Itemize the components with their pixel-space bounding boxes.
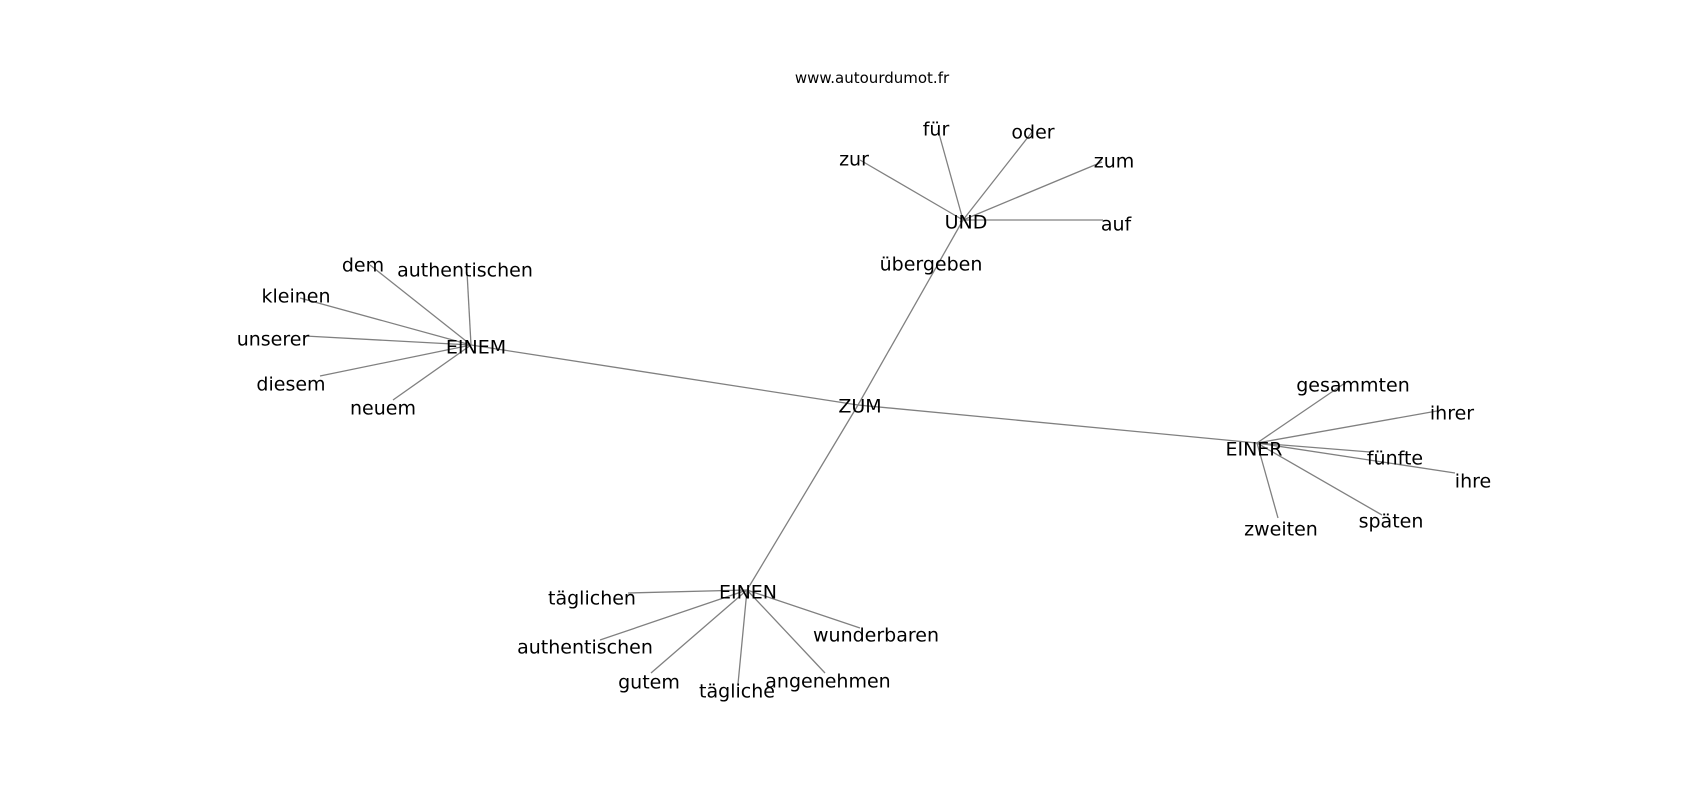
edge-und-zur xyxy=(859,159,964,221)
edge-einem-unserer xyxy=(304,335,472,346)
node-hub-und[interactable]: UND xyxy=(945,212,988,234)
node-word-zweiten[interactable]: zweiten xyxy=(1244,519,1318,541)
node-word-wunderbaren[interactable]: wunderbaren xyxy=(813,625,939,647)
node-word-spaeten[interactable]: späten xyxy=(1359,511,1424,533)
edge-zum-einem xyxy=(470,344,859,406)
site-watermark: www.autourdumot.fr xyxy=(795,69,950,87)
edge-einen-taeglichen xyxy=(627,589,748,594)
node-word-neuem[interactable]: neuem xyxy=(350,398,416,420)
edge-einer-fuenfte xyxy=(1256,442,1371,453)
node-hub-einer[interactable]: EINER xyxy=(1225,439,1282,461)
edge-einen-angenehmen xyxy=(746,589,826,674)
edge-einem-kleinen xyxy=(299,297,472,346)
edge-einen-authentischen_n xyxy=(599,589,748,641)
node-word-oder[interactable]: oder xyxy=(1011,122,1054,144)
node-word-authentischen_n[interactable]: authentischen xyxy=(517,637,653,659)
node-word-unserer[interactable]: unserer xyxy=(237,329,310,351)
node-word-gesammten[interactable]: gesammten xyxy=(1296,375,1410,397)
edge-einer-gesammten xyxy=(1256,382,1346,444)
node-hub-einem[interactable]: EINEM xyxy=(446,337,506,359)
node-word-kleinen[interactable]: kleinen xyxy=(261,286,330,308)
edge-einer-zweiten xyxy=(1256,442,1279,519)
node-word-ihre[interactable]: ihre xyxy=(1455,471,1491,493)
node-word-diesem[interactable]: diesem xyxy=(256,374,325,396)
node-word-authentischen_m[interactable]: authentischen xyxy=(397,260,533,282)
node-hub-einen[interactable]: EINEN xyxy=(719,582,777,604)
node-center-zum[interactable]: ZUM xyxy=(838,396,881,418)
edge-einer-ihrer xyxy=(1256,410,1438,444)
edge-einer-ihre xyxy=(1256,442,1456,474)
edge-einem-diesem xyxy=(319,344,472,377)
node-word-uebergeben[interactable]: übergeben xyxy=(880,254,983,276)
edge-einer-spaeten xyxy=(1256,442,1383,516)
edge-und-oder xyxy=(962,131,1033,221)
node-word-gutem[interactable]: gutem xyxy=(618,672,680,694)
edge-einen-wunderbaren xyxy=(746,589,861,629)
edge-zum-und xyxy=(857,219,964,406)
node-word-ihrer[interactable]: ihrer xyxy=(1430,403,1474,425)
edge-einem-dem xyxy=(369,264,472,346)
edge-und-zum xyxy=(962,161,1103,221)
node-word-auf[interactable]: auf xyxy=(1101,214,1133,236)
edge-und-uebergeben xyxy=(959,219,964,223)
node-word-zur[interactable]: zur xyxy=(839,149,869,171)
edge-zum-einer xyxy=(857,404,1258,444)
node-word-taegliche[interactable]: tägliche xyxy=(699,681,775,703)
edge-einen-taegliche xyxy=(737,589,748,685)
edge-und-fuer xyxy=(937,129,964,221)
node-word-zum[interactable]: zum xyxy=(1094,151,1135,173)
node-word-fuenfte[interactable]: fünfte xyxy=(1367,448,1423,470)
edge-einem-neuem xyxy=(392,344,472,401)
node-word-dem[interactable]: dem xyxy=(342,255,384,277)
edge-einem-authentischen_m xyxy=(466,271,472,346)
node-word-angenehmen[interactable]: angenehmen xyxy=(765,671,890,693)
edge-einen-gutem xyxy=(650,589,748,674)
edges-layer xyxy=(299,129,1456,685)
node-word-fuer[interactable]: für xyxy=(923,119,950,141)
node-word-taeglichen[interactable]: täglichen xyxy=(548,588,636,610)
edge-zum-einen xyxy=(746,404,859,591)
